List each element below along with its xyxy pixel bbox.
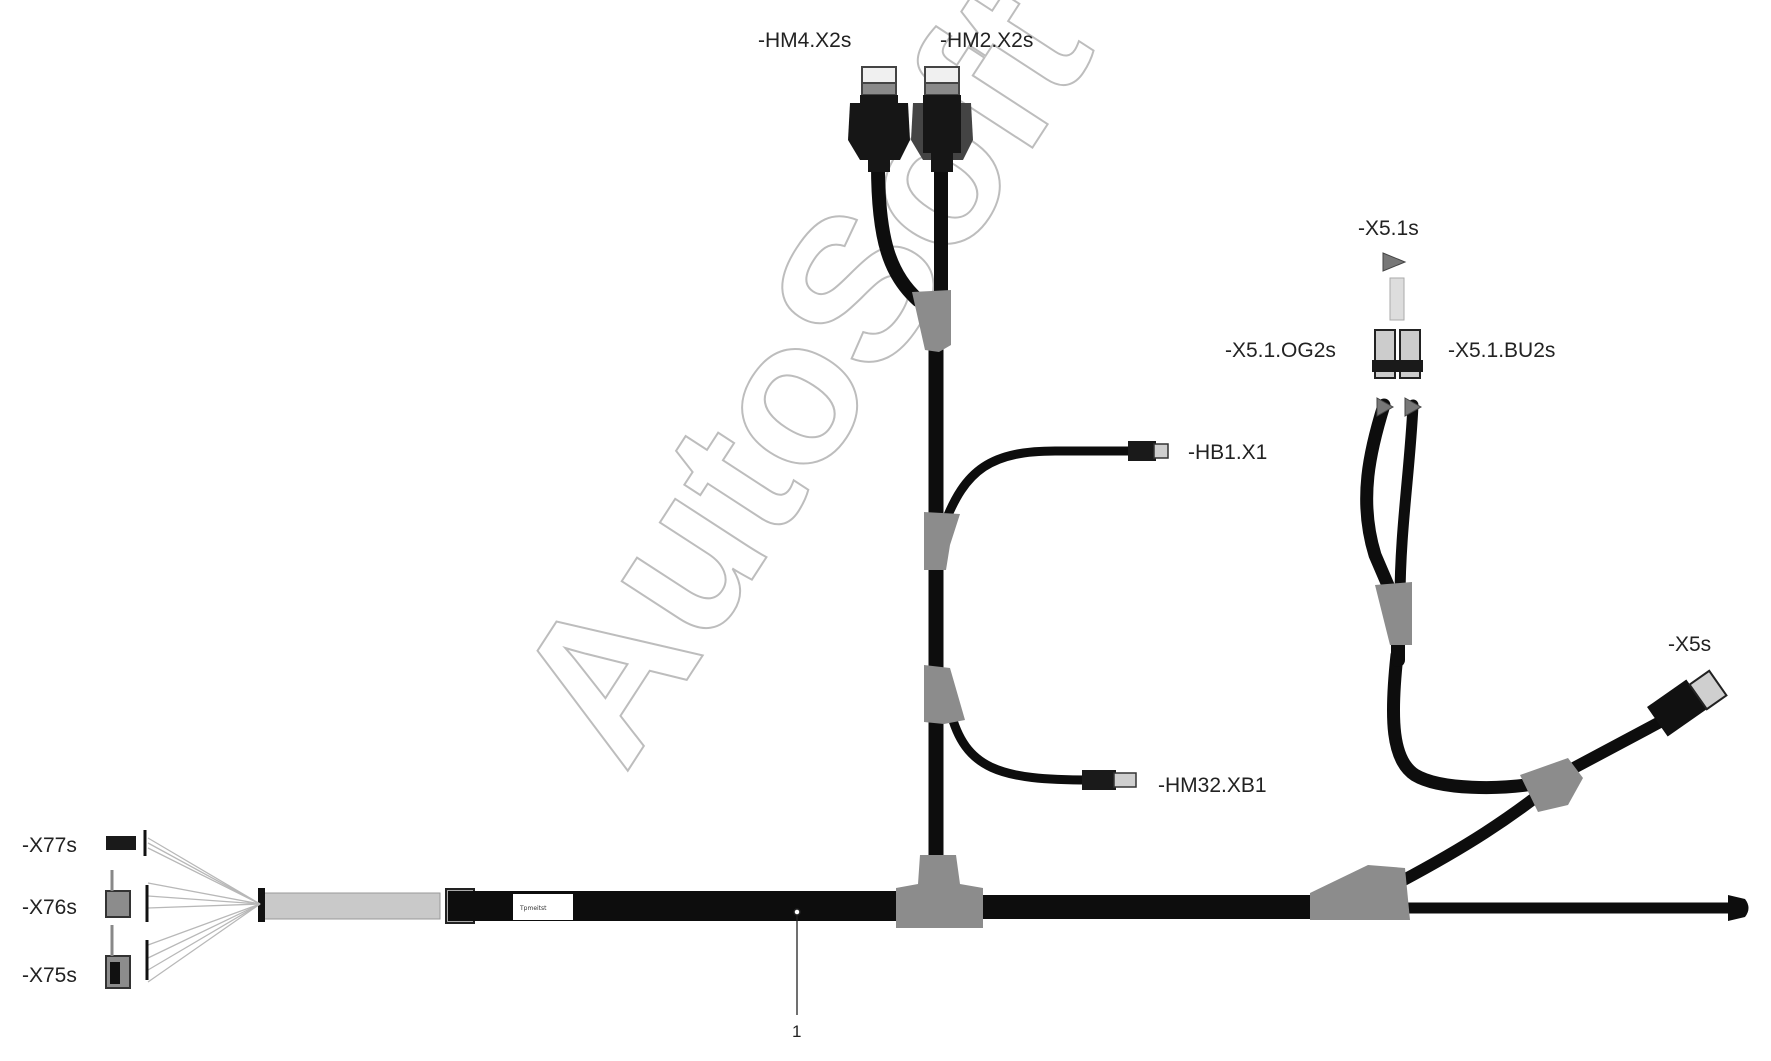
label-hm32: -HM32.XB1 bbox=[1158, 774, 1267, 797]
junction-hb1 bbox=[924, 512, 960, 570]
label-hm2: -HM2.X2s bbox=[940, 29, 1033, 52]
hm32-connector-tip bbox=[1113, 772, 1137, 788]
junction-x51 bbox=[1375, 582, 1412, 645]
hm2-connector bbox=[911, 66, 973, 172]
x5-connector-tip bbox=[1688, 669, 1728, 711]
label-x75: -X75s bbox=[22, 964, 77, 987]
label-x51: -X5.1s bbox=[1358, 217, 1419, 240]
junction-top bbox=[912, 290, 951, 352]
x51-branch bbox=[1360, 252, 1423, 667]
x5-branch-cable-upper bbox=[1386, 648, 1547, 795]
hb1-connector-body bbox=[1128, 441, 1156, 461]
trunk-label-tag-text: Tpmeitst bbox=[519, 905, 547, 912]
vertical-branch bbox=[871, 158, 951, 878]
label-x51-og2: -X5.1.OG2s bbox=[1225, 339, 1336, 362]
junction-x5-trunk bbox=[1310, 865, 1410, 920]
trunk-braided-sleeve bbox=[262, 892, 441, 920]
main-trunk: Tpmeitst bbox=[262, 888, 1749, 924]
x5-branch bbox=[1310, 648, 1728, 920]
label-hm4: -HM4.X2s bbox=[758, 29, 851, 52]
fanout-sleeve-end bbox=[258, 888, 265, 922]
junction-hm32 bbox=[924, 665, 965, 724]
left-fanout bbox=[105, 830, 265, 989]
hb1-branch bbox=[924, 441, 1169, 570]
label-x76: -X76s bbox=[22, 896, 77, 919]
watermark: AutoSoft bbox=[470, 0, 1133, 799]
x51-connector-band bbox=[1372, 360, 1423, 372]
x51-top-marker bbox=[1382, 252, 1407, 272]
x51-bu2-marker bbox=[1404, 397, 1423, 417]
x76-connector bbox=[105, 890, 131, 918]
hm32-connector-body bbox=[1082, 770, 1116, 790]
label-x51-bu2: -X5.1.BU2s bbox=[1448, 339, 1555, 362]
hm4-connector bbox=[848, 66, 910, 172]
x51-connector-stem bbox=[1389, 277, 1405, 321]
hb1-branch-cable bbox=[939, 446, 1137, 530]
label-hb1: -HB1.X1 bbox=[1188, 441, 1267, 464]
trunk-end-cap bbox=[1728, 895, 1749, 921]
junction-trunk-tee bbox=[896, 855, 983, 928]
x5-branch-cable-lower bbox=[1394, 716, 1666, 888]
callout-number: 1 bbox=[792, 1022, 801, 1041]
x51-og2-marker bbox=[1376, 397, 1395, 417]
x5-connector-body bbox=[1647, 679, 1707, 737]
hm4-branch-cable bbox=[871, 158, 925, 307]
junction-x5-mid bbox=[1520, 758, 1583, 812]
x51-og2-cable bbox=[1360, 398, 1397, 597]
x51-bu2-cable bbox=[1394, 399, 1419, 606]
label-x5: -X5s bbox=[1668, 633, 1711, 656]
label-x77: -X77s bbox=[22, 834, 77, 857]
callout-point bbox=[793, 908, 801, 916]
x77-connector bbox=[106, 836, 136, 850]
hm32-branch bbox=[924, 665, 1137, 790]
hb1-connector-tip bbox=[1153, 443, 1169, 459]
hm32-branch-cable bbox=[945, 705, 1095, 785]
trunk-cable-mid bbox=[960, 895, 1320, 919]
trunk-label-tag bbox=[513, 894, 573, 920]
